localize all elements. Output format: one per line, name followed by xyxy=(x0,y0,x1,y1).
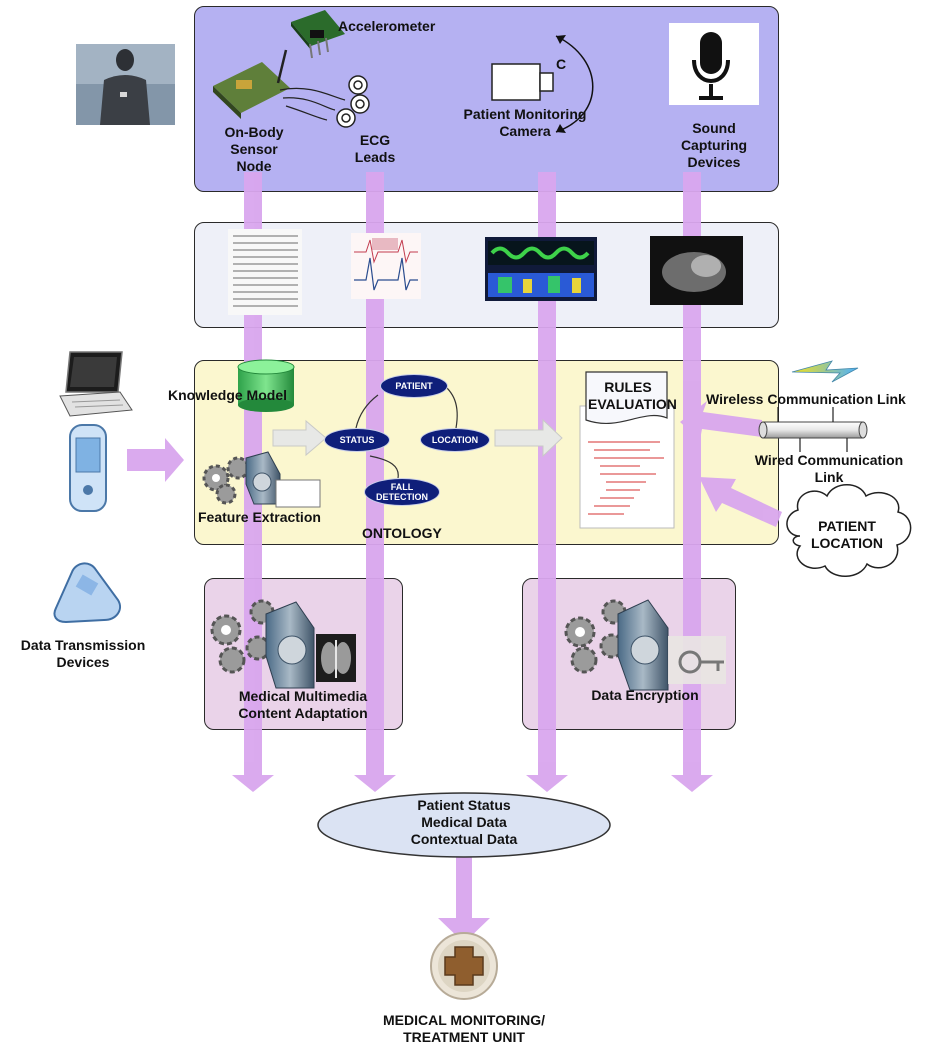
wireless-link-label: Wireless Communication Link xyxy=(706,391,906,407)
sound-label: Sound Capturing Devices xyxy=(676,120,752,171)
ontology-node-fall-detection: FALL DETECTION xyxy=(364,478,440,506)
ecg-label: ECG Leads xyxy=(350,132,400,166)
fall-detection-line-2: DETECTION xyxy=(375,492,428,502)
knowledge-model-label: Knowledge Model xyxy=(168,387,287,403)
ontology-node-status: STATUS xyxy=(324,428,390,452)
xray-image xyxy=(316,634,356,682)
ecg-pads-image xyxy=(336,75,370,128)
accelerometer-image xyxy=(291,10,345,59)
feature-extraction-label: Feature Extraction xyxy=(198,509,321,525)
wired-link-label: Wired Communication Link xyxy=(744,452,914,486)
adaptation-label-line-2: Content Adaptation xyxy=(238,705,368,721)
treatment-unit-label: MEDICAL MONITORING/ TREATMENT UNIT xyxy=(344,1012,584,1046)
pda-icon xyxy=(69,424,107,512)
encryption-label: Data Encryption xyxy=(591,687,699,703)
sensor-node-label: On-Body Sensor Node xyxy=(214,124,294,175)
patient-location-line-1: PATIENT xyxy=(818,518,876,534)
arrow-devices xyxy=(127,438,184,482)
sound-label-line-3: Devices xyxy=(687,154,741,170)
rules-label-line-1: RULES xyxy=(604,379,652,395)
output-ellipse xyxy=(317,792,611,858)
microphone-icon xyxy=(669,23,759,105)
database-cylinder-icon xyxy=(237,359,295,412)
patient-location-cloud xyxy=(786,484,912,577)
sensor-node-label-line-1: On-Body xyxy=(224,124,284,140)
output-line-3: Contextual Data xyxy=(410,831,518,847)
wired-link-pipe-icon xyxy=(758,407,868,452)
ultrasound-thumbnail xyxy=(650,236,743,305)
sound-label-line-1: Sound xyxy=(692,120,736,136)
sensor-node-label-line-2: Sensor xyxy=(230,141,278,157)
sensor-node-image xyxy=(213,49,346,121)
fall-detection-line-1: FALL xyxy=(390,482,414,492)
patient-location-line-2: LOCATION xyxy=(810,535,884,551)
output-line-2: Medical Data xyxy=(421,814,507,830)
spectrogram-thumbnail xyxy=(485,237,597,301)
laptop-icon xyxy=(59,351,133,417)
data-table-thumbnail xyxy=(228,229,302,315)
accelerometer-label: Accelerometer xyxy=(338,18,436,34)
adaptation-label-line-1: Medical Multimedia xyxy=(238,688,368,704)
treatment-unit-line-2: TREATMENT UNIT xyxy=(403,1029,525,1045)
flow-arrow-output xyxy=(438,855,490,943)
arrow-wireless xyxy=(680,401,762,440)
devices-label-line-2: Devices xyxy=(56,654,110,670)
patient-location-label: PATIENT LOCATION xyxy=(800,518,894,552)
adaptation-gears-icon xyxy=(210,599,315,689)
ontology-node-location: LOCATION xyxy=(420,428,490,452)
camera-label: Patient Monitoring Camera xyxy=(450,106,600,140)
devices-label-line-1: Data Transmission xyxy=(20,637,146,653)
feature-extraction-gears-icon xyxy=(202,451,321,508)
flow-arrow-sound xyxy=(671,172,713,792)
wired-link-label-line-1: Wired Communication xyxy=(754,452,904,468)
wired-link-label-line-2: Link xyxy=(814,469,844,485)
rules-evaluation-label: RULES EVALUATION xyxy=(588,379,677,413)
camera-label-line-2: Camera xyxy=(499,123,551,139)
output-text: Patient Status Medical Data Contextual D… xyxy=(364,797,564,848)
encryption-gears-icon xyxy=(564,599,669,691)
mobile-phone-icon xyxy=(53,562,122,624)
flow-arrow-camera xyxy=(526,172,568,792)
rules-label-line-2: EVALUATION xyxy=(588,396,677,412)
medical-cross-icon xyxy=(430,932,498,1000)
treatment-unit-line-1: MEDICAL MONITORING/ xyxy=(382,1012,546,1028)
sensor-node-label-line-3: Node xyxy=(236,158,272,174)
adaptation-label: Medical Multimedia Content Adaptation xyxy=(206,688,400,722)
rules-document xyxy=(579,371,675,529)
wireless-bolt-icon xyxy=(791,360,859,383)
devices-label: Data Transmission Devices xyxy=(8,637,158,671)
flow-arrow-ecg xyxy=(354,172,396,792)
ontology-label: ONTOLOGY xyxy=(362,525,442,541)
camera-label-line-1: Patient Monitoring xyxy=(463,106,587,122)
ecg-label-line-2: Leads xyxy=(354,149,396,165)
camera-letter: C xyxy=(555,56,567,72)
output-line-1: Patient Status xyxy=(417,797,511,813)
ecg-waveform-thumbnail xyxy=(351,233,421,299)
ecg-label-line-1: ECG xyxy=(359,132,391,148)
human-figure-image xyxy=(76,44,175,125)
ontology-node-patient: PATIENT xyxy=(380,374,448,398)
sound-label-line-2: Capturing xyxy=(680,137,748,153)
camera-icon xyxy=(491,35,594,133)
ontology-block-arrows xyxy=(272,418,563,458)
key-icon xyxy=(668,636,726,684)
arrow-patient-location xyxy=(699,477,782,527)
